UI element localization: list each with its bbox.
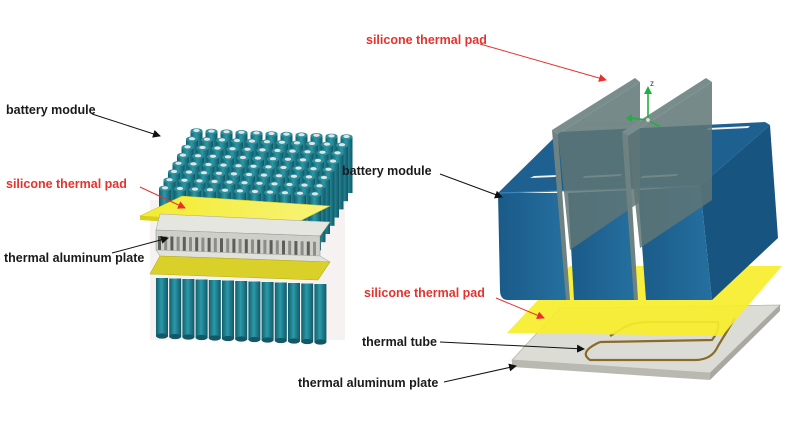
- battery-cell: [301, 283, 314, 345]
- aluminum-fin: [238, 238, 242, 253]
- left-assembly: [138, 128, 353, 345]
- aluminum-fin: [195, 237, 199, 252]
- right-module-block-1: [498, 193, 568, 300]
- battery-cell: [208, 280, 221, 341]
- label-right-silicone-pad-mid: silicone thermal pad: [364, 286, 485, 300]
- label-left-silicone-pad: silicone thermal pad: [6, 177, 127, 191]
- aluminum-fin: [313, 241, 316, 256]
- leader-right-battery-module: [439, 173, 503, 199]
- battery-cell: [248, 281, 261, 343]
- aluminum-fin: [226, 238, 230, 253]
- battery-cell: [261, 282, 274, 343]
- leader-right-silicone-pad-mid: [495, 297, 545, 319]
- right-vertical-pad-1: [552, 78, 640, 300]
- label-left-aluminum-plate: thermal aluminum plate: [4, 251, 145, 265]
- battery-cell: [314, 284, 327, 345]
- aluminum-fin: [213, 238, 217, 253]
- battery-cell: [222, 280, 234, 342]
- aluminum-fin: [158, 236, 161, 250]
- aluminum-fin: [282, 240, 285, 255]
- label-left-battery-module: battery module: [6, 103, 96, 117]
- battery-cell: [169, 278, 182, 340]
- right-assembly: z: [498, 78, 782, 380]
- axes-gizmo: z: [626, 79, 661, 128]
- aluminum-fin: [269, 240, 273, 255]
- aluminum-fin: [288, 240, 292, 255]
- axis-z-label: z: [650, 79, 654, 88]
- battery-cell: [235, 281, 248, 342]
- right-vertical-pad-2: [622, 78, 712, 300]
- leader-left-battery-module: [91, 113, 161, 138]
- aluminum-fin: [257, 239, 261, 254]
- aluminum-fin: [300, 241, 304, 256]
- aluminum-fin: [189, 237, 192, 252]
- leader-left-aluminum-plate: [111, 235, 169, 254]
- aluminum-fin: [306, 241, 310, 256]
- left-bottom-battery-module: [156, 278, 327, 345]
- right-aluminum-plate-edge-side: [710, 305, 780, 380]
- aluminum-fin: [244, 239, 248, 254]
- battery-cell: [288, 283, 300, 344]
- aluminum-fin: [220, 238, 223, 253]
- aluminum-fin: [182, 236, 186, 251]
- label-right-silicone-pad-top: silicone thermal pad: [366, 33, 487, 47]
- aluminum-fin: [275, 240, 279, 255]
- leader-lines: [91, 43, 607, 383]
- leader-right-thermal-tube: [439, 341, 585, 353]
- battery-cell: [156, 278, 168, 339]
- leader-right-aluminum-plate: [443, 363, 517, 383]
- battery-cell: [195, 279, 208, 341]
- right-aluminum-plate-edge: [512, 360, 710, 380]
- left-silicone-pad-bottom: [149, 255, 331, 281]
- right-module-side: [700, 125, 778, 300]
- battery-cell: [182, 279, 195, 340]
- aluminum-fin: [201, 237, 205, 252]
- aluminum-fin: [176, 236, 180, 251]
- leader-right-silicone-pad-top: [479, 43, 607, 82]
- aluminum-fin: [294, 241, 298, 256]
- aluminum-fin: [263, 239, 267, 254]
- aluminum-fin: [232, 238, 236, 253]
- label-right-thermal-tube: thermal tube: [362, 335, 438, 349]
- label-right-aluminum-plate: thermal aluminum plate: [298, 376, 439, 390]
- leader-left-silicone-pad: [139, 186, 186, 209]
- battery-cell: [274, 282, 287, 344]
- label-right-battery-module: battery module: [342, 164, 432, 178]
- aluminum-fin: [170, 236, 174, 251]
- aluminum-fin: [207, 237, 211, 252]
- aluminum-fin: [251, 239, 254, 254]
